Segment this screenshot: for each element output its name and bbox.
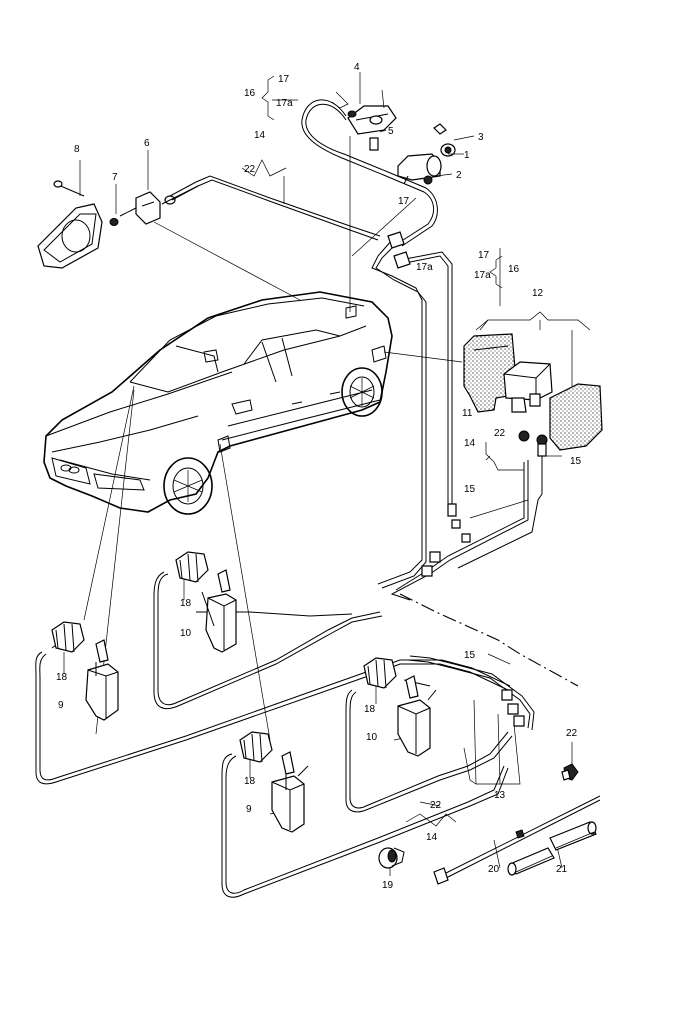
- callout-18c: 18: [244, 776, 256, 787]
- callout-15a: 15: [570, 456, 582, 467]
- jet-unit-left-9: [51, 621, 119, 721]
- reservoir-pump-box: [503, 361, 553, 413]
- washer-pump-1: [397, 123, 456, 185]
- callout-10a: 10: [180, 628, 192, 639]
- callout-21: 21: [556, 864, 568, 875]
- callout-9b: 9: [246, 804, 252, 815]
- callout-18b: 18: [180, 598, 192, 609]
- callout-17a-mid: 17a: [416, 262, 433, 273]
- callout-20: 20: [488, 864, 500, 875]
- callout-22a: 22: [244, 164, 256, 175]
- callout-5: 5: [388, 126, 394, 137]
- callout-1: 1: [464, 150, 470, 161]
- callout-18d: 18: [364, 704, 376, 715]
- jet-unit-center-10: [363, 657, 437, 757]
- grommet-19: [378, 847, 405, 869]
- callout-17a-right: 17a: [474, 270, 491, 281]
- callout-10b: 10: [366, 732, 378, 743]
- callout-14c: 14: [426, 832, 438, 843]
- callout-4: 4: [354, 62, 360, 73]
- washer-reservoir-11: [463, 333, 517, 413]
- housing-part: [37, 180, 103, 269]
- callout-11: 11: [462, 408, 473, 419]
- callout-15c: 15: [464, 650, 476, 661]
- callout-14b: 14: [464, 438, 476, 449]
- top-jet-part-4: [331, 91, 397, 151]
- callout-16b: 16: [508, 264, 520, 275]
- car-outline: [43, 291, 393, 515]
- callout-12: 12: [532, 288, 544, 299]
- callout-19: 19: [382, 880, 394, 891]
- callout-17a-top: 17a: [276, 98, 293, 109]
- rear-jet-assembly: [109, 185, 199, 226]
- callout-22d: 22: [430, 800, 442, 811]
- jet-unit-left-10: [175, 551, 237, 653]
- callout-16a: 16: [244, 88, 256, 99]
- leader-lines: [63, 72, 591, 876]
- callout-7: 7: [112, 172, 118, 183]
- reservoir-sponge: [549, 383, 603, 451]
- callout-9a: 9: [58, 700, 64, 711]
- callout-17a: 17: [278, 74, 290, 85]
- callout-13: 13: [494, 790, 506, 801]
- callout-labels: 1 2 3 4 5 6 7 8 9 9 10 10 11 12 13 14 14…: [56, 62, 582, 891]
- hose-20: [433, 795, 601, 885]
- sleeve-21: [507, 821, 597, 876]
- callout-6: 6: [144, 138, 150, 149]
- callout-3: 3: [478, 132, 484, 143]
- callout-18a: 18: [56, 672, 68, 683]
- jet-unit-center-9: [239, 731, 309, 833]
- callout-8: 8: [74, 144, 80, 155]
- callout-22c: 22: [566, 728, 578, 739]
- callout-14a: 14: [254, 130, 266, 141]
- callout-2: 2: [456, 170, 462, 181]
- clip-22-bottom: [561, 763, 579, 781]
- callout-15b: 15: [464, 484, 476, 495]
- hose-lines: [35, 99, 579, 898]
- connectors-22: [387, 231, 548, 727]
- callout-17b: 17: [398, 196, 410, 207]
- callout-22b: 22: [494, 428, 506, 439]
- callout-17c: 17: [478, 250, 490, 261]
